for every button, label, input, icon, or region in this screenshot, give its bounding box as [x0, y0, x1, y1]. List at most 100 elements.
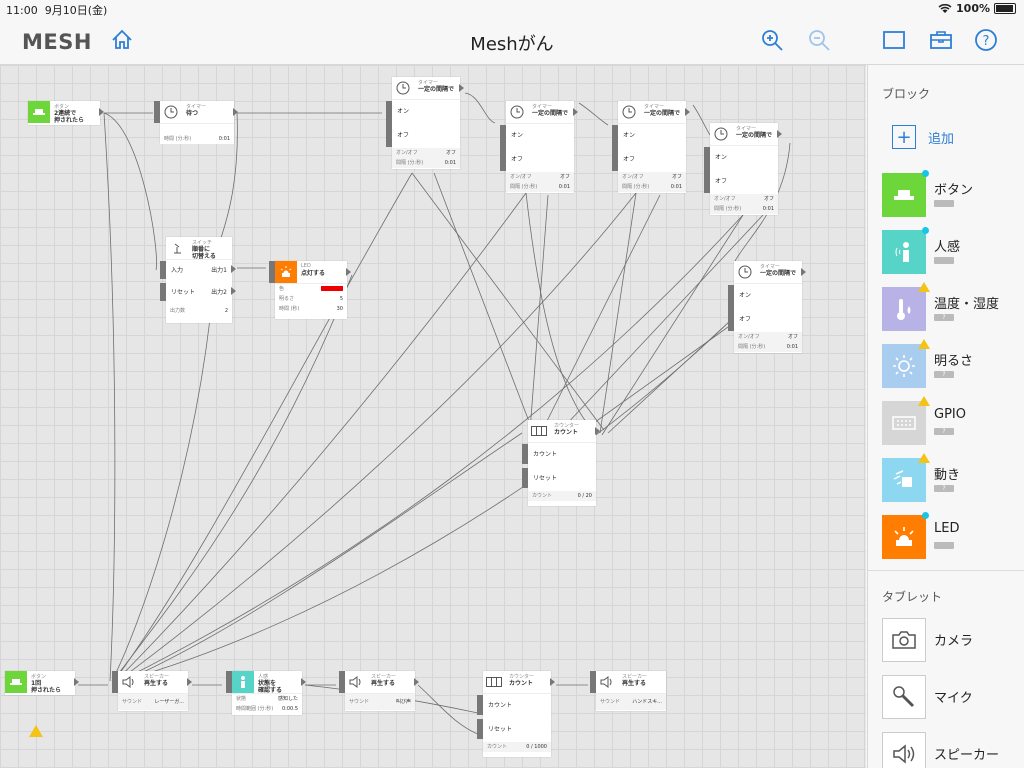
microphone-icon	[882, 675, 926, 719]
timer-interval-block-1[interactable]: タイマー一定の間隔で オン オフ オン/オフオフ 間隔 (分:秒)0:01	[386, 77, 464, 169]
param-value: オフ	[445, 150, 456, 156]
timer-interval-block-3[interactable]: タイマー一定の間隔で オン オフ オン/オフオフ 間隔 (分:秒)0:01	[612, 101, 690, 193]
panel-toggle-icon[interactable]	[882, 28, 906, 52]
palette-temperature[interactable]: 温度・湿度 ?	[882, 282, 999, 332]
timer-interval-block-4[interactable]: タイマー一定の間隔で オン オフ オン/オフオフ 間隔 (分:秒)0:01	[704, 123, 782, 215]
reset-port[interactable]	[160, 283, 166, 301]
reset-port[interactable]	[522, 468, 528, 488]
nav-bar: MESH Meshがん ?	[0, 18, 1024, 65]
input-port[interactable]	[112, 671, 118, 693]
param-value: レーザーガ...	[154, 699, 184, 705]
input-port[interactable]	[226, 671, 232, 693]
input-port[interactable]	[704, 147, 710, 193]
warning-icon	[918, 339, 930, 349]
output-port-1[interactable]	[231, 265, 236, 273]
home-icon[interactable]	[110, 28, 134, 52]
palette-label: 明るさ	[934, 354, 974, 369]
speaker-block-3[interactable]: スピーカー再生する サウンドハンドスキ...	[590, 671, 666, 711]
speaker-icon	[118, 671, 140, 693]
block-action: 2連続で 押されたら	[54, 110, 85, 124]
palette-brightness[interactable]: 明るさ ?	[882, 339, 973, 389]
output-port[interactable]	[801, 268, 806, 276]
output-port[interactable]	[777, 130, 782, 138]
block-caption: タイマー	[418, 80, 439, 86]
speaker-block-1[interactable]: スピーカー再生する サウンドレーザーガ...	[112, 671, 192, 711]
toolbox-icon[interactable]	[929, 28, 953, 52]
input-port[interactable]	[728, 285, 734, 331]
palette-gpio[interactable]: GPIO ?	[882, 396, 966, 446]
connected-dot	[922, 512, 929, 519]
output-port[interactable]	[550, 678, 555, 686]
param-label: 状態	[236, 696, 247, 702]
input-port[interactable]	[160, 261, 166, 279]
timer-interval-block-2[interactable]: タイマー一定の間隔で オン オフ オン/オフオフ 間隔 (分:秒)0:01	[500, 101, 578, 193]
timer-off-label: オフ	[739, 316, 752, 323]
palette-move[interactable]: 動き ?	[882, 453, 960, 503]
color-swatch[interactable]	[321, 286, 343, 291]
output-port[interactable]	[74, 678, 79, 686]
zoom-in-icon[interactable]	[760, 28, 784, 52]
speaker-block-2[interactable]: スピーカー再生する サウンド叫び声	[339, 671, 419, 711]
add-block-button[interactable]: + 追加	[882, 125, 954, 149]
recipe-canvas[interactable]: ボタン 2連続で 押されたら タイマー 待つ 時間 (分:秒)0:01 スイッチ…	[0, 65, 866, 768]
input-port[interactable]	[154, 101, 160, 123]
param-value: オフ	[787, 334, 798, 340]
palette-label: スピーカー	[934, 748, 1000, 763]
input-port[interactable]	[339, 671, 345, 693]
connection-wires	[78, 92, 791, 736]
palette-camera[interactable]: カメラ	[882, 617, 973, 663]
block-caption: タイマー	[760, 264, 781, 270]
output-port[interactable]	[595, 427, 600, 435]
param-value: 0:01	[762, 206, 774, 212]
output-port[interactable]	[233, 108, 238, 116]
zoom-out-icon[interactable]	[807, 28, 831, 52]
output-port[interactable]	[187, 678, 192, 686]
block-action: 順番に 切替える	[192, 246, 216, 260]
warning-icon[interactable]	[29, 725, 43, 737]
input-port[interactable]	[590, 671, 596, 693]
clock-icon	[392, 77, 414, 99]
palette-label: LED	[934, 521, 960, 536]
input-port[interactable]	[500, 125, 506, 171]
palette-speaker[interactable]: スピーカー	[882, 731, 999, 768]
param-value: 0 / 1000	[526, 744, 547, 750]
reset-port[interactable]	[477, 719, 483, 739]
count-port[interactable]	[477, 695, 483, 715]
output-port[interactable]	[301, 678, 306, 686]
param-value: 0:01	[218, 136, 230, 142]
unknown-badge: ?	[934, 485, 954, 492]
palette-motion[interactable]: 人感	[882, 227, 960, 275]
input-port[interactable]	[386, 101, 392, 147]
count-port[interactable]	[522, 444, 528, 464]
output-port-2[interactable]	[231, 287, 236, 295]
param-label: オン/オフ	[622, 174, 644, 180]
button-block-single-press[interactable]: ボタン 1回 押されたら	[5, 671, 79, 695]
help-icon[interactable]: ?	[974, 28, 998, 52]
param-label: 色	[279, 286, 285, 292]
timer-interval-block-5[interactable]: タイマー一定の間隔で オン オフ オン/オフオフ 間隔 (分:秒)0:01	[728, 261, 806, 353]
palette-microphone[interactable]: マイク	[882, 674, 973, 720]
input-port[interactable]	[269, 261, 275, 283]
counter-count-label: カウント	[533, 451, 558, 458]
button-block-double-press[interactable]: ボタン 2連続で 押されたら	[28, 101, 104, 125]
output-port[interactable]	[346, 268, 351, 276]
output-port[interactable]	[685, 108, 690, 116]
output-port[interactable]	[99, 108, 104, 116]
page-title: Meshがん	[470, 34, 554, 55]
param-label: 間隔 (分:秒)	[622, 184, 650, 190]
battery-indicator	[934, 542, 954, 549]
palette-button[interactable]: ボタン	[882, 170, 973, 218]
timer-on-label: オン	[739, 292, 752, 299]
output-port[interactable]	[414, 678, 419, 686]
motion-sensor-block[interactable]: 人感状態を 確認する 状態感知した 時間範囲 (分:秒)0:00.5	[226, 671, 306, 715]
tablet-heading: タブレット	[882, 590, 943, 604]
palette-led[interactable]: LED	[882, 512, 959, 560]
output-port[interactable]	[459, 84, 464, 92]
output-port[interactable]	[573, 108, 578, 116]
timer-wait-block[interactable]: タイマー 待つ 時間 (分:秒)0:01	[154, 101, 238, 144]
input-port[interactable]	[612, 125, 618, 171]
